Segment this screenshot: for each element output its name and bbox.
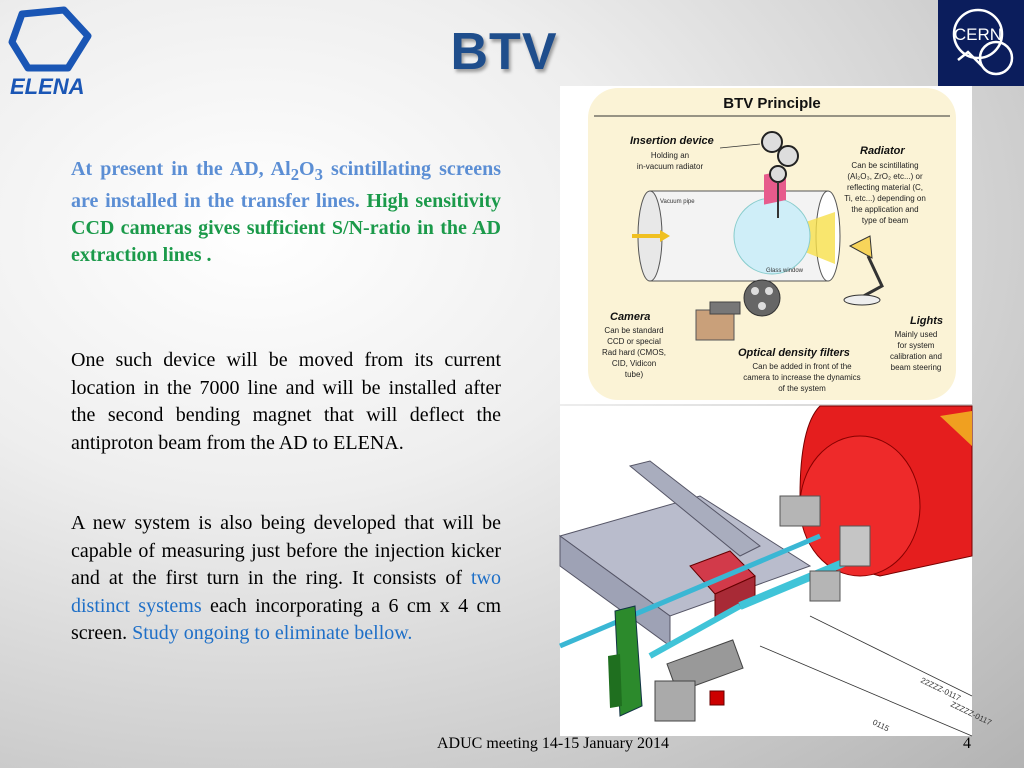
subscript-3: 3 [314,165,323,184]
camera-line-4: CID, Vidicon [612,359,656,368]
elena-hexagon-icon: ELENA [8,6,92,99]
new-system-text-2: each incorporating a 6 cm x 4 cm screen. [71,594,501,645]
filters-line-3: of the system [778,384,826,393]
oxygen-symbol: O [299,158,315,180]
relocation-paragraph: One such device will be moved from its c… [71,349,501,454]
lights-title: Lights [910,315,943,327]
dimension-label-2: ZZZZZ-0117 [949,700,993,728]
two-systems-highlight: two distinct systems [71,567,501,617]
lights-line-1: Mainly used [895,330,938,339]
cern-logo-text: CERN [954,25,1002,44]
new-system-paragraph: A new system is also being developed tha… [71,510,501,648]
subscript-2: 2 [290,165,300,184]
radiator-view [733,197,811,275]
elena-logo: ELENA [8,6,92,99]
camera-line-2: CCD or special [607,337,661,346]
insertion-line-1: Holding an [651,151,689,160]
filters-title: Optical density filters [738,347,850,359]
page-number: 4 [963,735,971,752]
intro-blue-text: At present in the AD, Al [71,158,291,180]
intro-green-text: High sensitivity CCD cameras gives suffi… [71,190,501,266]
filters-line-1: Can be added in front of the [752,362,852,371]
lights-line-2: for system [898,341,935,350]
camera-title: Camera [610,311,650,323]
dimension-label-3: 0115 [871,718,891,734]
radiator-line-4: Ti, etc...) depending on [844,194,926,203]
vacuum-pipe-label: Vacuum pipe [660,199,695,205]
radiator-line-1: Can be scintillating [851,161,918,170]
cern-rings-icon: CERN [952,8,1014,76]
cad-render-image: 22ZZZ-0117 ZZZZZ-0117 0115 [558,405,993,737]
footer-text: ADUC meeting 14-15 January 2014 [437,735,669,752]
study-ongoing-highlight: Study ongoing to eliminate bellow. [132,622,413,644]
filters-line-2: camera to increase the dynamics [743,373,860,382]
camera-line-3: Rad hard (CMOS, [602,348,666,357]
insertion-device-icon [761,131,799,218]
lights-line-4: beam steering [891,363,942,372]
red-magnet [799,405,973,577]
radiator-line-3: reflecting material (C, [847,183,923,192]
elena-logo-text: ELENA [10,74,85,99]
lights-line-3: calibration and [890,352,942,361]
radiator-title: Radiator [860,145,905,157]
camera-line-1: Can be standard [604,326,663,335]
diagram-heading: BTV Principle [723,95,821,112]
intro-blue-text-end: scintillating screens are installed in t… [71,158,501,212]
dimension-label-1: 22ZZZ-0117 [919,676,962,703]
slide-title: BTV [450,23,558,81]
new-system-text: A new system is also being developed tha… [71,512,501,589]
glass-window-label: Glass window [766,268,804,274]
insertion-title: Insertion device [630,135,714,147]
intro-paragraph: At present in the AD, Al2O3 scintillatin… [71,156,501,269]
camera-icon [695,301,741,341]
cern-logo: CERN [938,0,1024,86]
filter-wheel-icon [743,279,781,317]
radiator-line-6: type of beam [862,216,909,225]
radiator-line-2: (Al₂O₃, ZrO₂ etc...) or [847,172,923,181]
lights-lamp-icon [843,235,884,306]
camera-line-5: tube) [625,370,644,379]
btv-principle-diagram: BTV Principle Vacuum pipe Glass window I… [560,86,972,404]
radiator-line-5: the application and [851,205,918,214]
insertion-line-2: in-vacuum radiator [637,162,704,171]
